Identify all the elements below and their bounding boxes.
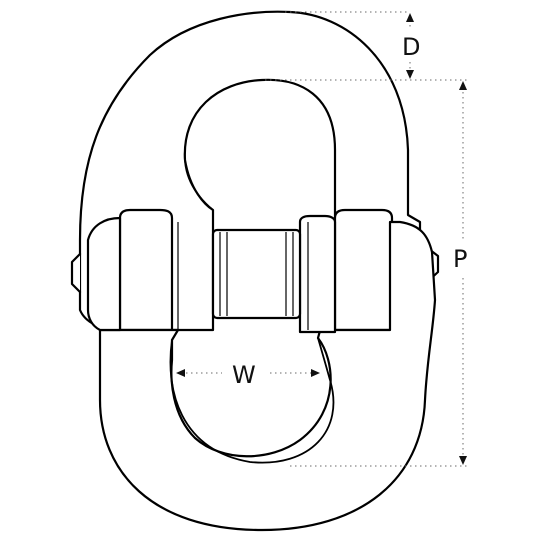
bush-body (211, 228, 302, 320)
label-d: D (402, 33, 421, 61)
dim-w-arrow-left (176, 369, 185, 377)
dim-d-arrow-bottom (406, 70, 414, 79)
lower-link (86, 214, 437, 532)
dimension-w (176, 369, 320, 377)
center-bush (177, 222, 309, 330)
lower-right-jaw (298, 214, 337, 334)
dimension-d (265, 11, 430, 81)
lower-eye-edge (169, 337, 335, 464)
dim-p-arrow-top (459, 81, 467, 90)
upper-right-jaw (333, 208, 394, 332)
label-p: P (453, 245, 468, 273)
left-stud (70, 252, 82, 294)
upper-left-jaw (118, 208, 174, 332)
label-w: W (232, 361, 256, 389)
lower-left-jaw (86, 216, 122, 332)
dim-w-arrow-right (311, 369, 320, 377)
dimension-p (290, 79, 468, 467)
dim-d-arrow-top (406, 13, 414, 22)
dim-p-arrow-bottom (459, 456, 467, 465)
upper-eye-edge (183, 149, 214, 211)
